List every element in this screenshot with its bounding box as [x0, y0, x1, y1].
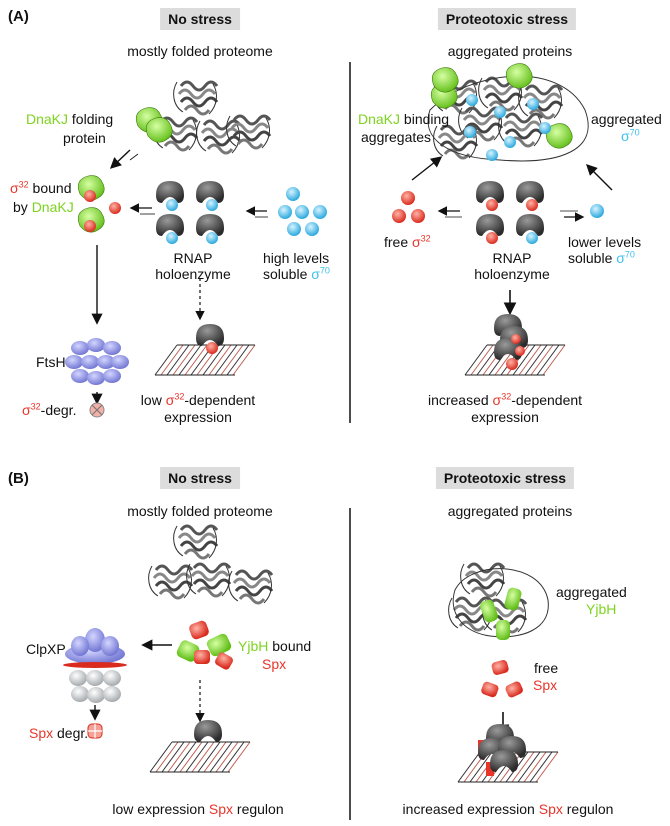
rnap-holoenzyme-A-left — [156, 181, 224, 244]
low-sigma32-dependent-label: low σ32-dependent — [140, 391, 256, 408]
by-dnakj-label: by DnaKJ — [13, 199, 74, 215]
dna-expression-A-right — [464, 314, 566, 376]
sigma32-bound-label: σ32 bound — [10, 179, 72, 196]
sigma32-degr-label: σ32-degr. — [22, 401, 77, 418]
dna-expression-A-left — [154, 324, 256, 376]
ftsh-label: FtsH — [36, 354, 66, 370]
dnakj-binding-label: DnaKJ binding — [358, 111, 450, 127]
panel-b-left-header: No stress — [160, 467, 240, 489]
aggregated-proteins-A — [427, 75, 589, 162]
soluble-sigma70-label: soluble σ70 — [263, 265, 330, 282]
free-sigma32-pool — [392, 191, 425, 223]
spx-label-b-right: Spx — [533, 677, 558, 693]
aggregated-sigma70 — [464, 94, 551, 161]
yjbh-label-b-right: YjbH — [586, 601, 617, 617]
increased-sigma32-dependent-label: increased σ32-dependent — [427, 391, 583, 408]
dna-expression-B-right — [457, 724, 559, 783]
free-spx-pool — [481, 660, 523, 698]
folded-proteome-A — [152, 80, 272, 155]
dnakj-folding-protein — [135, 107, 173, 143]
panel-b-right-header: Proteotoxic stress — [435, 467, 575, 489]
aggregated-label-a: aggregated — [591, 111, 662, 127]
expression-label-a-left: expression — [164, 409, 232, 425]
protein-label: protein — [63, 130, 106, 146]
ftsh-protease — [65, 338, 129, 385]
panel-a-left-subtitle: mostly folded proteome — [127, 43, 273, 59]
rnap-holoenzyme-A-right — [476, 181, 544, 244]
panel-b-left-subtitle: mostly folded proteome — [127, 503, 273, 519]
lower-levels-label: lower levels — [568, 234, 642, 250]
panel-a-right-header: Proteotoxic stress — [437, 8, 577, 30]
rnap-label-a-left: RNAP — [173, 250, 213, 266]
increased-expression-spx-label: increased expression Spx regulon — [402, 801, 614, 817]
sigma32-dnakj-complex — [77, 175, 121, 233]
expression-label-a-right: expression — [471, 409, 539, 425]
spx-degr-label: Spx degr. — [29, 725, 89, 741]
free-sigma32-label: free σ32 — [384, 233, 431, 250]
panel-a-left-header: No stress — [160, 8, 240, 30]
clpxp-protease — [63, 628, 127, 703]
yjbh-spx-complex — [176, 620, 233, 670]
panel-a-right-subtitle: aggregated proteins — [447, 43, 573, 59]
folded-proteome-B — [147, 524, 274, 605]
degraded-sigma32 — [89, 402, 105, 418]
dna-expression-B-left — [149, 720, 251, 773]
degraded-spx — [87, 723, 103, 739]
rnap-label-a-right: RNAP — [492, 250, 532, 266]
dnakj-folding-label: DnaKJ folding — [26, 111, 114, 127]
aggregated-sigma70-label: σ70 — [621, 127, 640, 144]
panel-a-label: (A) — [8, 8, 29, 25]
low-expression-spx-label: low expression Spx regulon — [112, 801, 284, 817]
aggregated-yjbh — [447, 562, 549, 640]
panel-b-label: (B) — [8, 470, 29, 487]
holoenzyme-label-a-left: holoenzyme — [155, 266, 231, 282]
yjbh-bound-label: YjbH bound — [238, 638, 312, 654]
soluble-sigma70-right-label: soluble σ70 — [568, 249, 635, 266]
aggregated-label-b: aggregated — [556, 584, 627, 600]
high-levels-label: high levels — [263, 250, 330, 266]
sigma70-pool-low — [590, 204, 604, 218]
sigma70-pool-high — [278, 187, 327, 236]
aggregates-label: aggregates — [361, 129, 432, 145]
free-label-b: free — [534, 660, 559, 676]
panel-b-right-subtitle: aggregated proteins — [447, 503, 573, 519]
spx-label-b-left: Spx — [262, 656, 287, 672]
holoenzyme-label-a-right: holoenzyme — [474, 266, 550, 282]
clpxp-label: ClpXP — [26, 641, 66, 657]
